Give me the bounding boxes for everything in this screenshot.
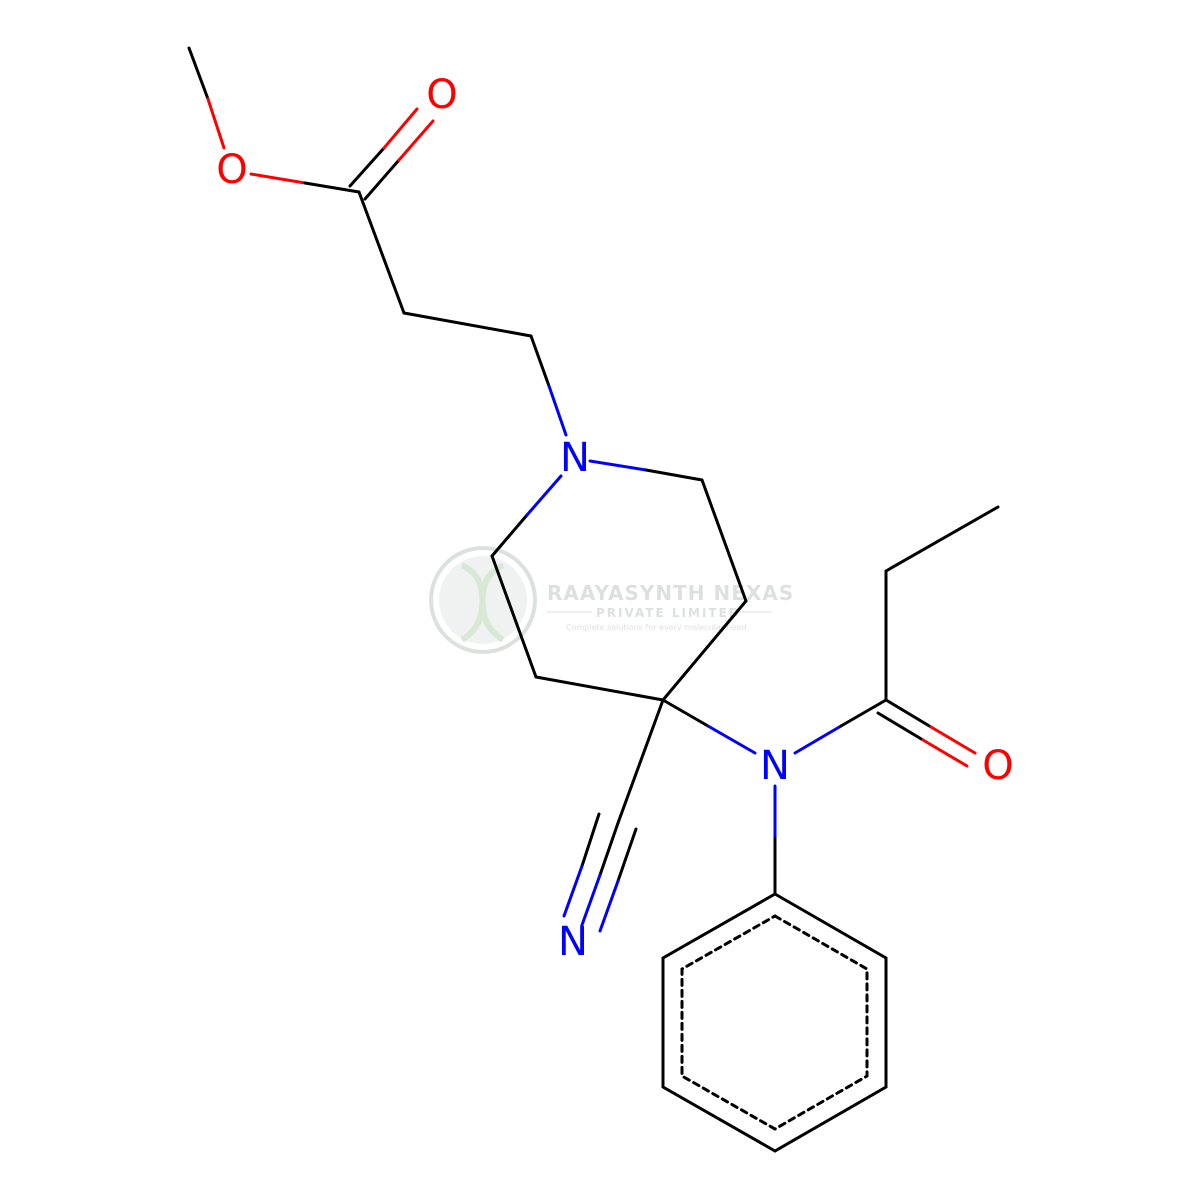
bond-ester-co-1 bbox=[348, 146, 386, 188]
atom-amide-nitrogen: N bbox=[760, 743, 790, 789]
bond-namide-carbonyl-black bbox=[839, 698, 888, 728]
watermark: RAAYASYNTH NEXAS PRIVATE LIMITED Complet… bbox=[429, 546, 794, 654]
phenyl-ring bbox=[661, 892, 888, 1153]
bonds bbox=[187, 46, 1000, 1153]
watermark-helix-icon bbox=[460, 562, 505, 643]
bond-o-carbonyl bbox=[249, 172, 307, 185]
bond-cn-2-blue bbox=[580, 873, 602, 927]
atom-amide-oxygen: O bbox=[982, 743, 1013, 789]
bond-ester-co-1-red bbox=[382, 107, 419, 150]
phenyl-aromatic-circle bbox=[680, 914, 869, 1131]
bond-c5-c6 bbox=[490, 554, 538, 679]
bond-c6-n-blue bbox=[525, 474, 563, 517]
bond-ester-co-2 bbox=[363, 158, 401, 201]
bond-c3-c4 bbox=[661, 599, 748, 702]
bond-methyl-o bbox=[187, 46, 210, 101]
bond-c6-n bbox=[490, 513, 529, 558]
bond-c4-c5 bbox=[534, 675, 665, 702]
bond-cn-3 bbox=[616, 827, 638, 883]
atom-piperidine-nitrogen: N bbox=[560, 435, 590, 481]
bond-cn-2 bbox=[598, 821, 620, 877]
bond-cn-1-blue bbox=[562, 864, 584, 918]
bond-c4-namide bbox=[661, 698, 710, 728]
bond-ester-co-2-red bbox=[397, 119, 435, 162]
bond-cn-3-blue bbox=[598, 879, 620, 933]
bond-n-c2-black bbox=[644, 468, 704, 482]
bond-ch2-ch3-ethyl bbox=[884, 505, 1000, 573]
bond-cn-1 bbox=[580, 812, 601, 868]
bond-methyl-o-red bbox=[206, 97, 226, 150]
bond-ch2-n bbox=[529, 334, 551, 388]
bond-ch2-ch2 bbox=[402, 311, 533, 338]
bond-carbonyl-ch2 bbox=[357, 190, 406, 315]
bond-n-c2 bbox=[588, 459, 648, 472]
atom-labels: O O N N O N bbox=[216, 72, 1013, 965]
watermark-subtitle: PRIVATE LIMITED bbox=[596, 606, 741, 620]
watermark-logo-icon bbox=[429, 546, 537, 654]
bond-amide-co-1 bbox=[884, 698, 933, 729]
bond-amide-co-1-red bbox=[929, 725, 977, 755]
bond-c2-c3 bbox=[700, 478, 748, 603]
watermark-company: RAAYASYNTH NEXAS bbox=[547, 581, 794, 605]
bond-o-carbonyl-black bbox=[303, 181, 361, 194]
atom-ester-carbonyl-oxygen: O bbox=[426, 72, 457, 118]
atom-ester-oxygen: O bbox=[216, 147, 247, 193]
atom-nitrile-nitrogen: N bbox=[558, 919, 588, 965]
bond-c4-cn bbox=[616, 698, 665, 825]
bond-amide-co-2 bbox=[876, 711, 925, 742]
watermark-tagline: Complete solutions for every molecular n… bbox=[566, 623, 746, 632]
bond-c4-namide-blue bbox=[706, 724, 757, 755]
bond-ch2-n-blue bbox=[547, 384, 568, 437]
bond-namide-carbonyl bbox=[793, 724, 843, 755]
bond-amide-co-2-red bbox=[921, 738, 969, 768]
